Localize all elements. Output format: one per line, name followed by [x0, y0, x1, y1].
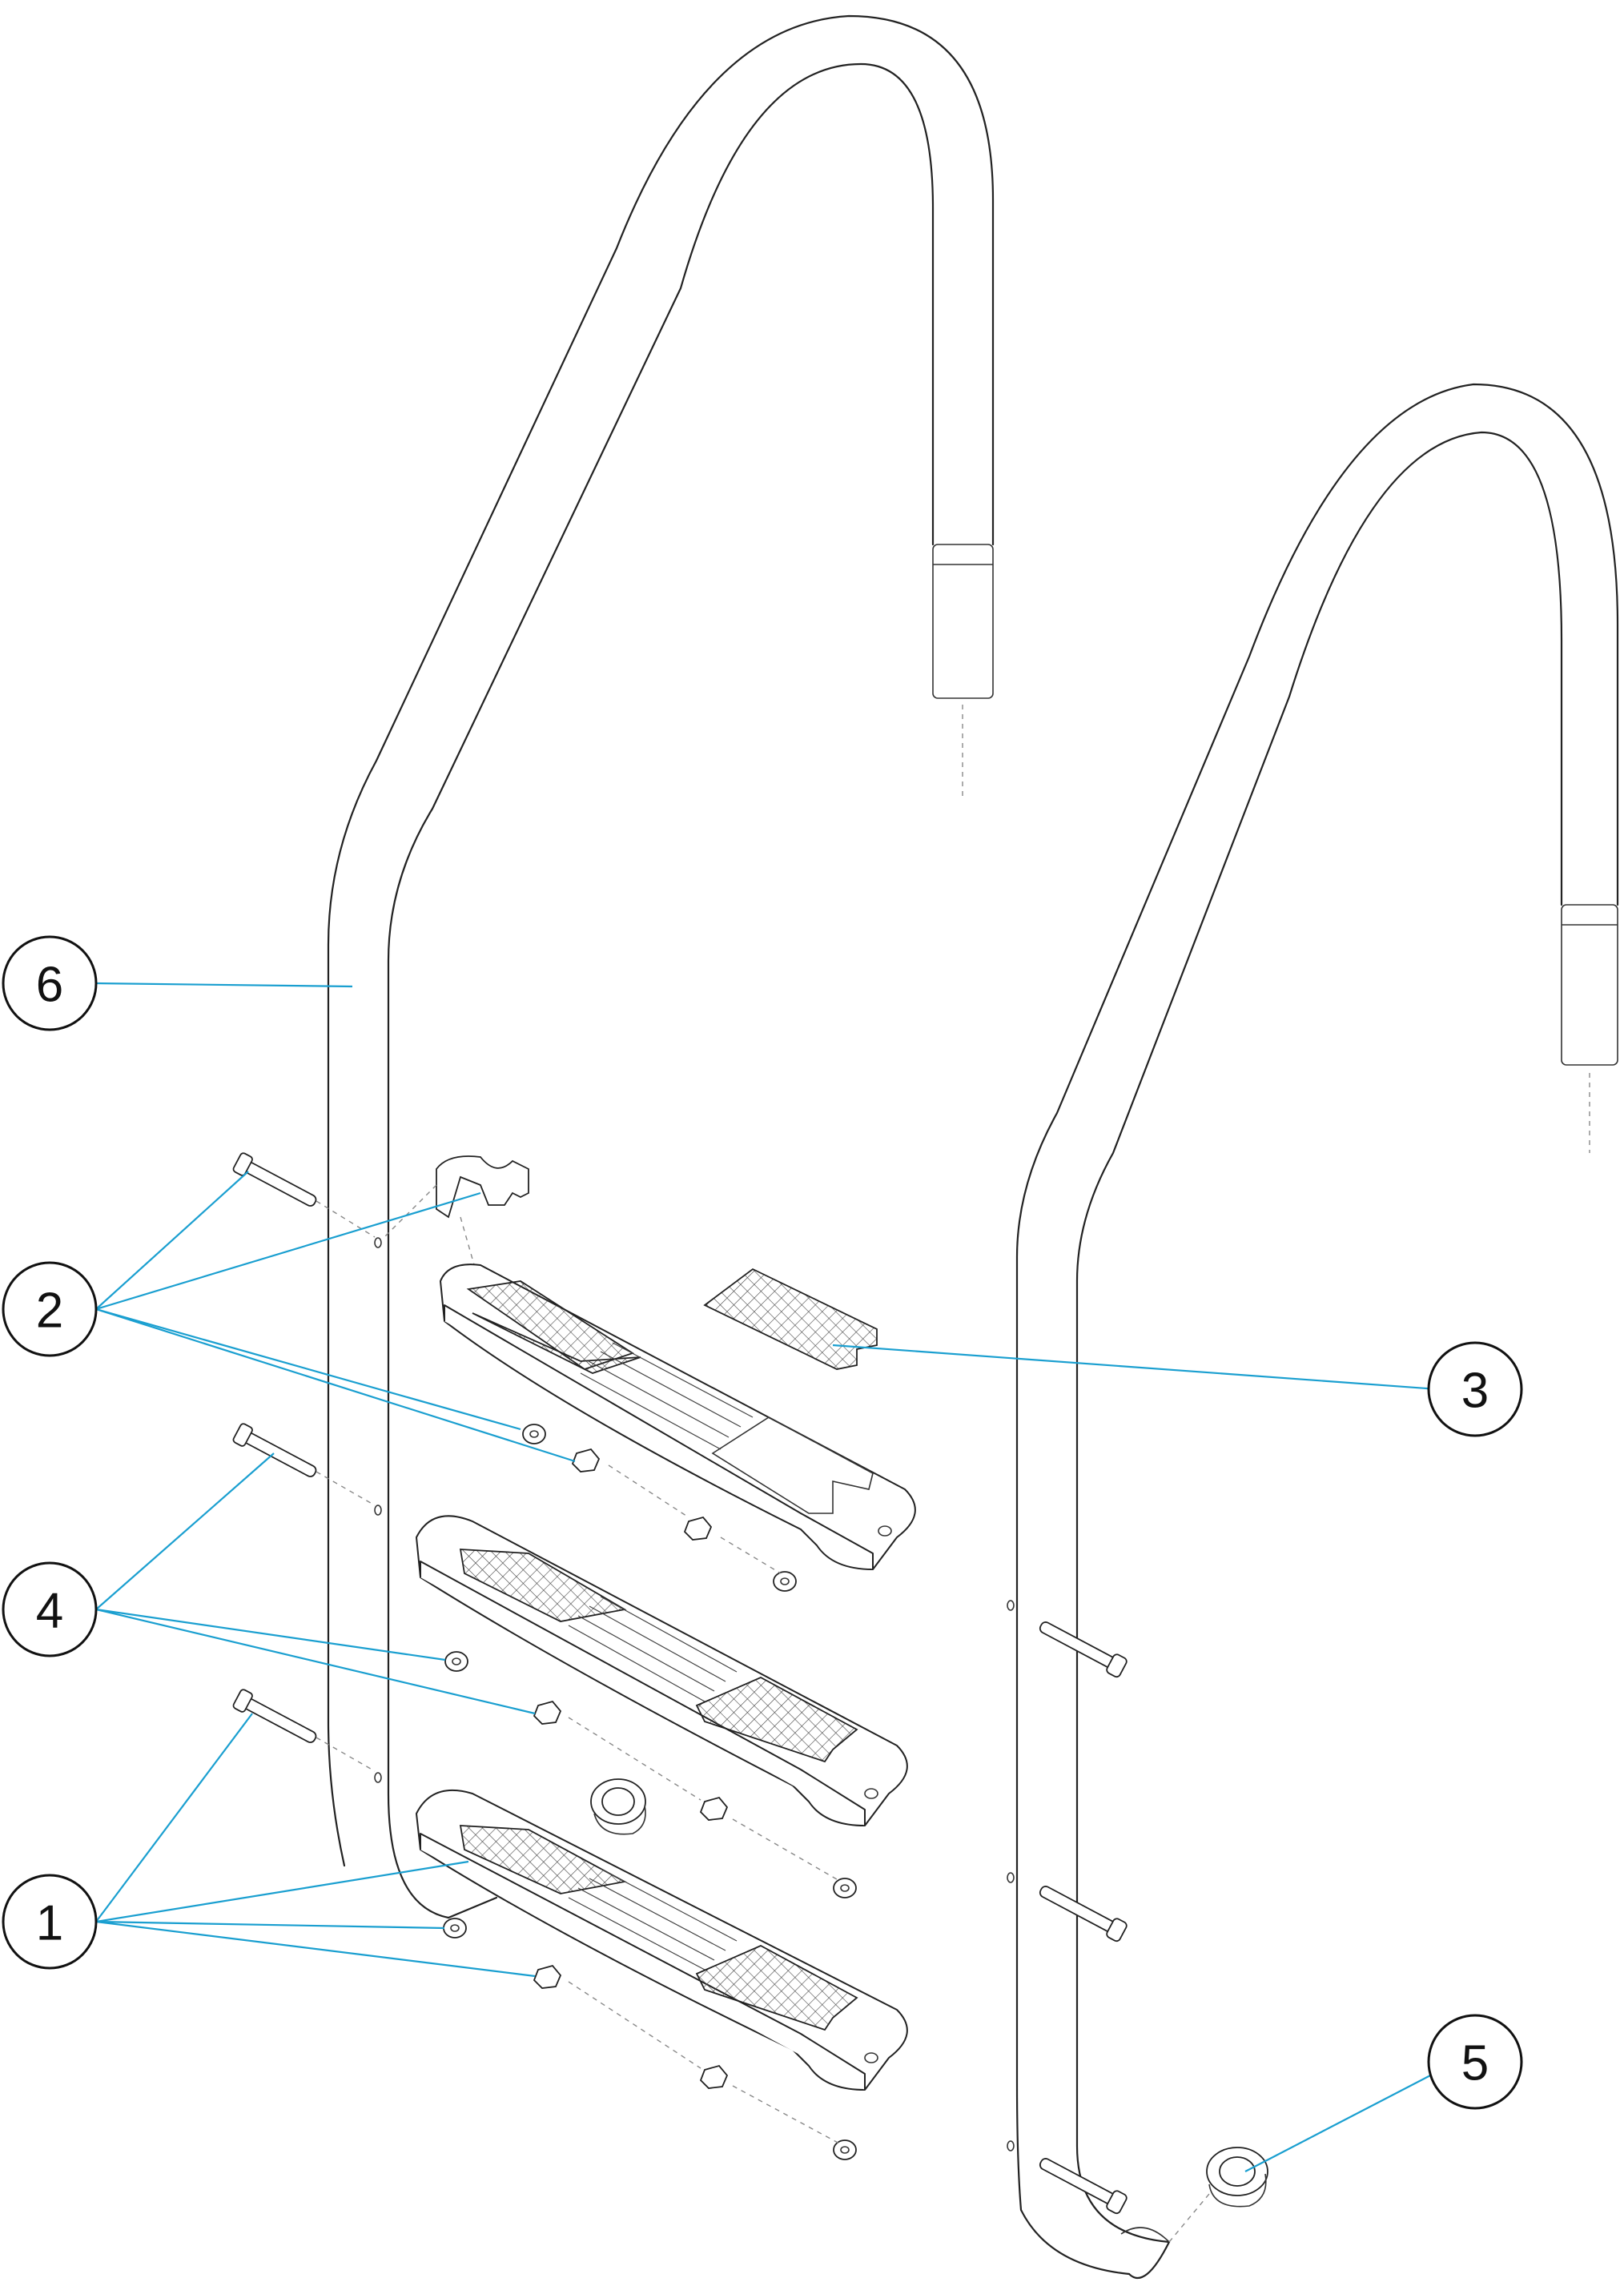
- callout-3: 3: [1427, 1341, 1523, 1437]
- callout-4-label: 4: [36, 1584, 63, 1639]
- tread-bottom: [416, 1789, 908, 2091]
- left-bolts: [232, 1152, 376, 1772]
- callout-2: 2: [2, 1261, 98, 1357]
- tread-top: [440, 1264, 916, 1570]
- right-bolts: [1039, 1621, 1128, 2215]
- bushings: [590, 1778, 1268, 2243]
- leader-lines: [95, 982, 1438, 2172]
- mesh-insert: [703, 1268, 878, 1370]
- callout-5: 5: [1427, 2014, 1523, 2110]
- washers-nuts: [443, 1424, 857, 2160]
- left-handrail: [327, 14, 995, 1919]
- callout-4: 4: [2, 1561, 98, 1657]
- right-handrail: [1015, 383, 1619, 2279]
- callout-3-label: 3: [1461, 1364, 1489, 1419]
- callout-1: 1: [2, 1874, 98, 1970]
- bracket-clip: [384, 1155, 529, 1274]
- callout-6: 6: [2, 935, 98, 1031]
- rail-holes: [374, 1237, 1015, 2151]
- callout-5-label: 5: [1461, 2036, 1489, 2091]
- tread-middle: [416, 1515, 908, 1826]
- callout-2-label: 2: [36, 1284, 63, 1339]
- callout-1-label: 1: [36, 1896, 63, 1951]
- callout-6-label: 6: [36, 958, 63, 1013]
